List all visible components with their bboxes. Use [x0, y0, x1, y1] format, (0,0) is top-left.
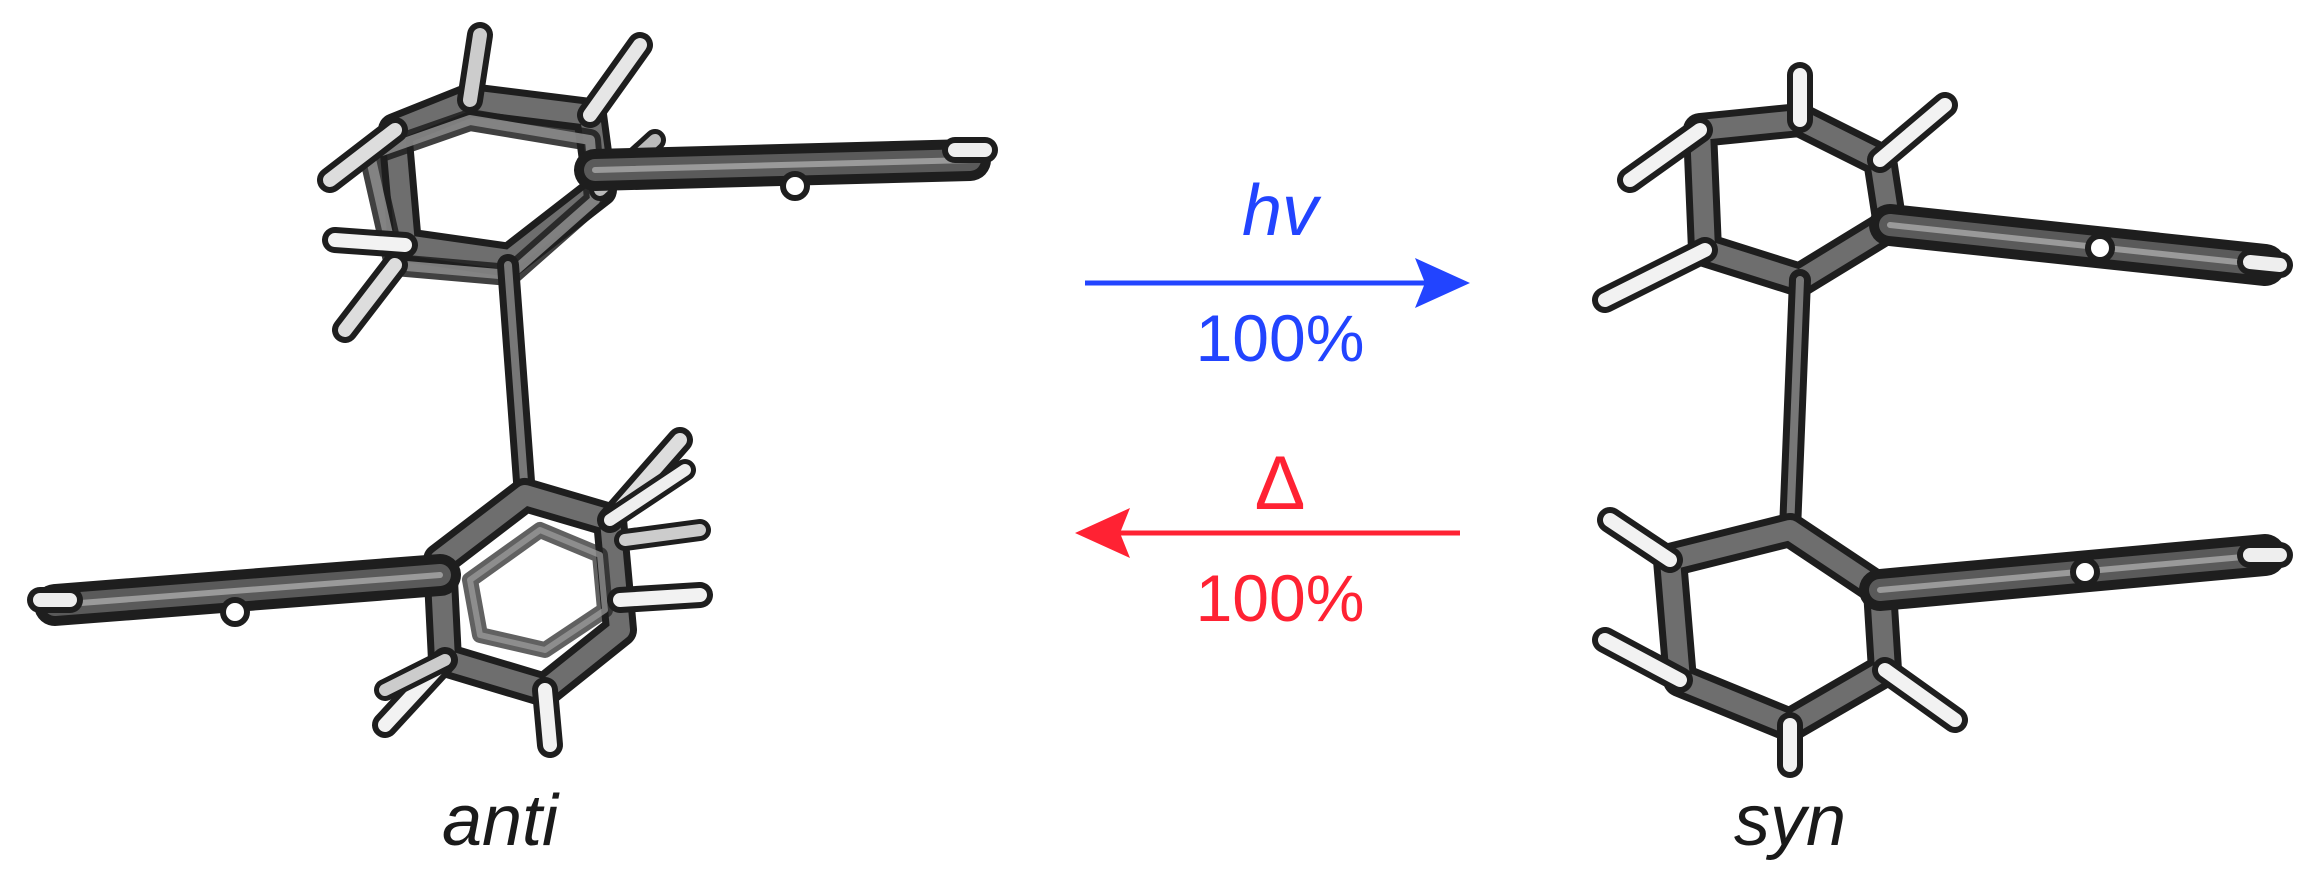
anti-upper-ring — [317, 22, 666, 343]
anti-lower-ring — [372, 427, 713, 758]
syn-upper-ring — [1592, 62, 1958, 313]
forward-arrow — [1085, 258, 1470, 308]
anti-upper-alkyne — [574, 137, 998, 201]
syn-lower-ring — [1592, 507, 1968, 778]
anti-central-linker — [497, 254, 536, 506]
reverse-arrow — [1075, 508, 1460, 558]
forward-condition-label: hv — [1241, 171, 1319, 251]
syn-lower-alkyne — [1859, 534, 2293, 611]
syn-label: syn — [1733, 781, 1847, 861]
syn-upper-alkyne — [1869, 204, 2293, 286]
anti-label: anti — [441, 781, 559, 861]
forward-yield-label: 100% — [1195, 301, 1365, 375]
anti-lower-alkyne — [27, 554, 461, 627]
reverse-condition-label: Δ — [1254, 441, 1306, 526]
syn-central-linker — [1779, 269, 1811, 541]
syn-molecule — [1592, 62, 2293, 778]
anti-molecule — [27, 22, 998, 758]
reverse-yield-label: 100% — [1195, 561, 1365, 635]
